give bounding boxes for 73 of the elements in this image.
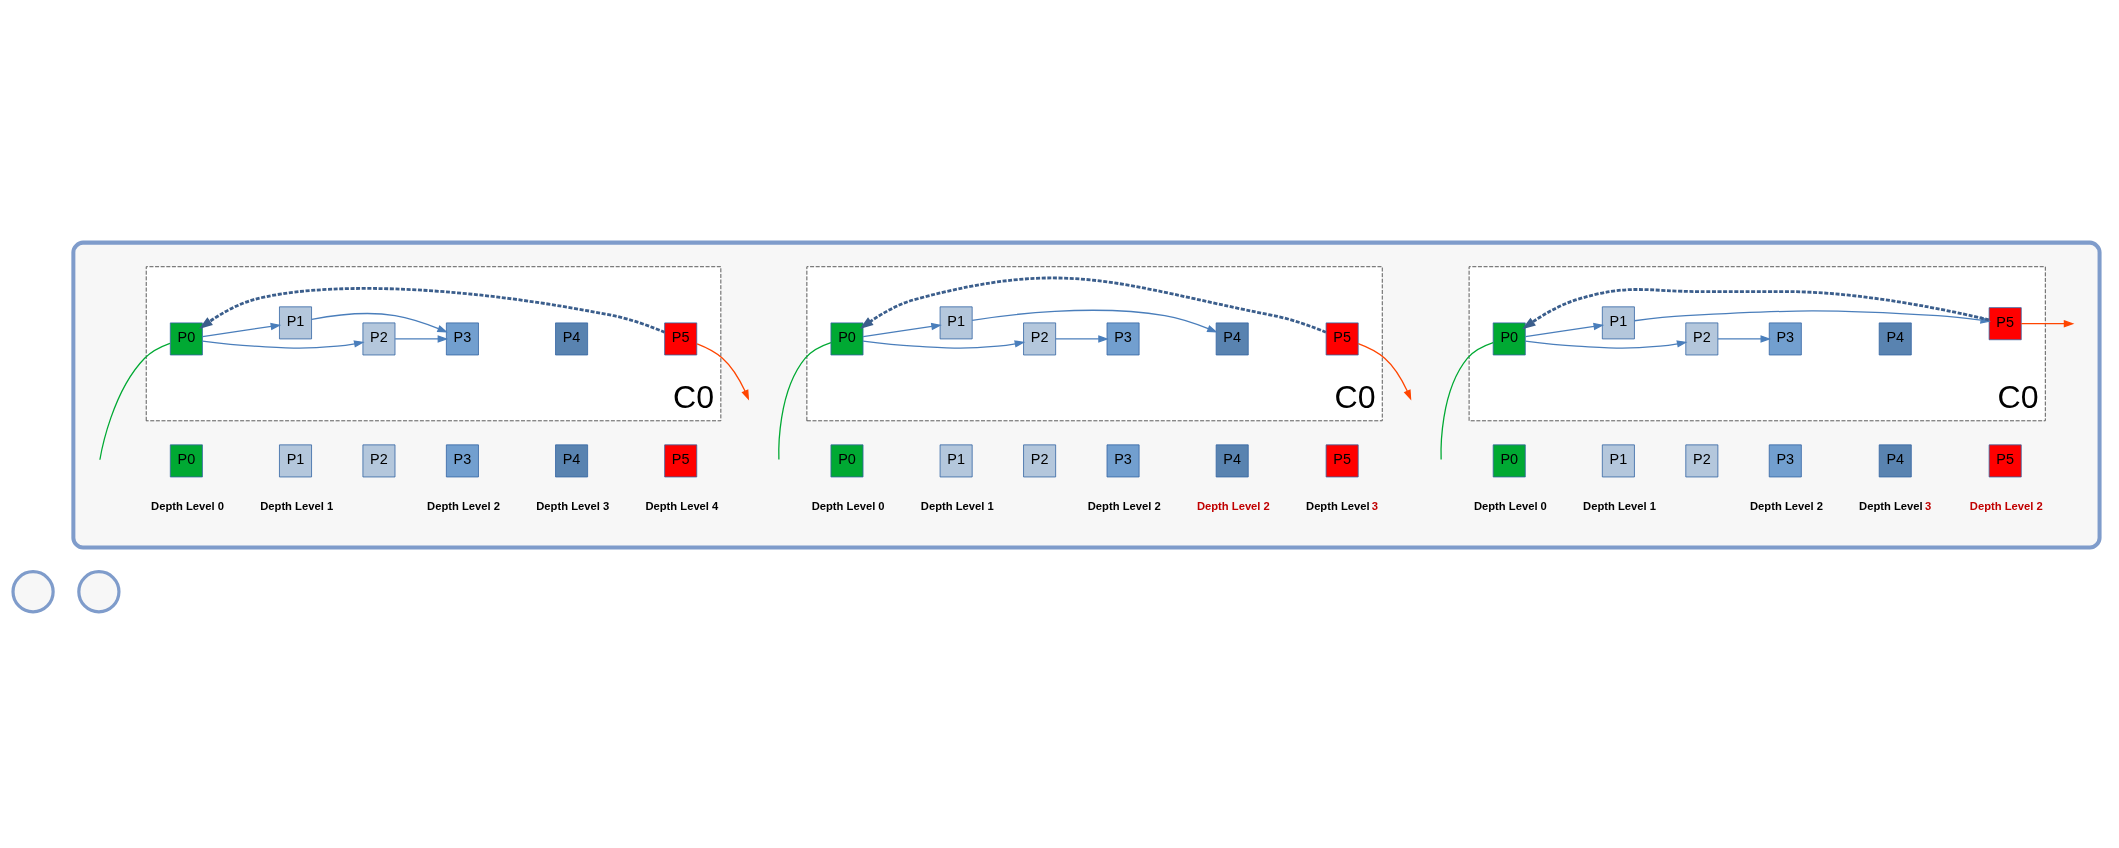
node-box: P0 (169, 444, 203, 478)
cluster (71, 240, 2102, 550)
arrow (1055, 335, 1109, 343)
node-box: P3 (445, 322, 479, 356)
node-box: P3 (1768, 444, 1802, 478)
label: Depth Level 3 (1859, 500, 1932, 513)
arrow (1524, 340, 1688, 349)
connector (778, 342, 832, 461)
node-box: P2 (1023, 322, 1057, 356)
connector (99, 342, 171, 461)
node-box: P5 (1325, 444, 1359, 478)
node-box: P1 (279, 306, 312, 340)
arrow (696, 343, 750, 401)
node-box: P5 (1988, 307, 2022, 341)
node-box: P3 (445, 444, 479, 478)
label: Depth Level 0 (151, 499, 224, 512)
label: Depth Level 2 (1087, 499, 1161, 512)
node-box: P5 (1325, 322, 1359, 356)
arrow (1717, 335, 1772, 343)
label: Depth Level 3 (536, 499, 610, 512)
label: Depth Level 2 (1196, 499, 1270, 512)
node-box: P0 (1492, 322, 1526, 356)
node-box: P2 (362, 322, 396, 356)
node-box: P1 (939, 306, 973, 340)
node-box: P2 (362, 444, 396, 478)
label: Depth Level 1 (260, 499, 334, 512)
arrow (971, 309, 1218, 333)
node-circle (77, 570, 121, 614)
arrow (2020, 319, 2075, 328)
node-box: P5 (1988, 444, 2022, 478)
arrow (862, 340, 1026, 349)
node-box: P4 (1215, 444, 1249, 478)
node-box: P4 (555, 322, 588, 356)
connector (1440, 342, 1494, 461)
node-box: P2 (1023, 444, 1057, 478)
node-box: P4 (555, 444, 588, 478)
node-box: P1 (1601, 306, 1635, 340)
arrow (859, 276, 1327, 334)
arrow (394, 335, 449, 343)
node-box: P1 (939, 444, 973, 478)
label: Depth Level 2 (1749, 499, 1823, 512)
arrow (201, 340, 365, 349)
node-box: P4 (1878, 322, 1912, 356)
arrow (199, 287, 666, 334)
label: Depth Level 2 (1969, 499, 2043, 512)
arrow (1357, 342, 1412, 401)
node-box: P4 (1878, 444, 1912, 478)
node-box: P5 (664, 444, 698, 478)
label: Depth Level 1 (920, 499, 994, 512)
label: Depth Level 1 (1583, 499, 1657, 512)
arrow (311, 312, 448, 333)
label: Depth Level 2 (427, 499, 501, 512)
node-box: P5 (664, 322, 698, 356)
label: Depth Level 0 (1473, 499, 1547, 512)
node-box: P1 (279, 444, 312, 478)
label: Depth Level 0 (811, 499, 885, 512)
node-box: P4 (1215, 322, 1249, 356)
arrow (201, 322, 282, 338)
node-box: P3 (1106, 444, 1140, 478)
label: Depth Level 3 (1306, 500, 1379, 513)
node-box: P0 (830, 444, 864, 478)
node-box: P2 (1685, 444, 1719, 478)
node-box: P1 (1601, 444, 1635, 478)
node-box: P0 (1492, 444, 1526, 478)
label: Depth Level 4 (645, 499, 719, 512)
arrow (1524, 322, 1605, 338)
node-box: P2 (1685, 322, 1719, 356)
node-box: P3 (1768, 322, 1802, 356)
node-box: P0 (830, 322, 864, 356)
arrow (862, 322, 942, 338)
node-box: P0 (169, 322, 203, 356)
node-box: P3 (1106, 322, 1140, 356)
node-circle (11, 570, 55, 614)
